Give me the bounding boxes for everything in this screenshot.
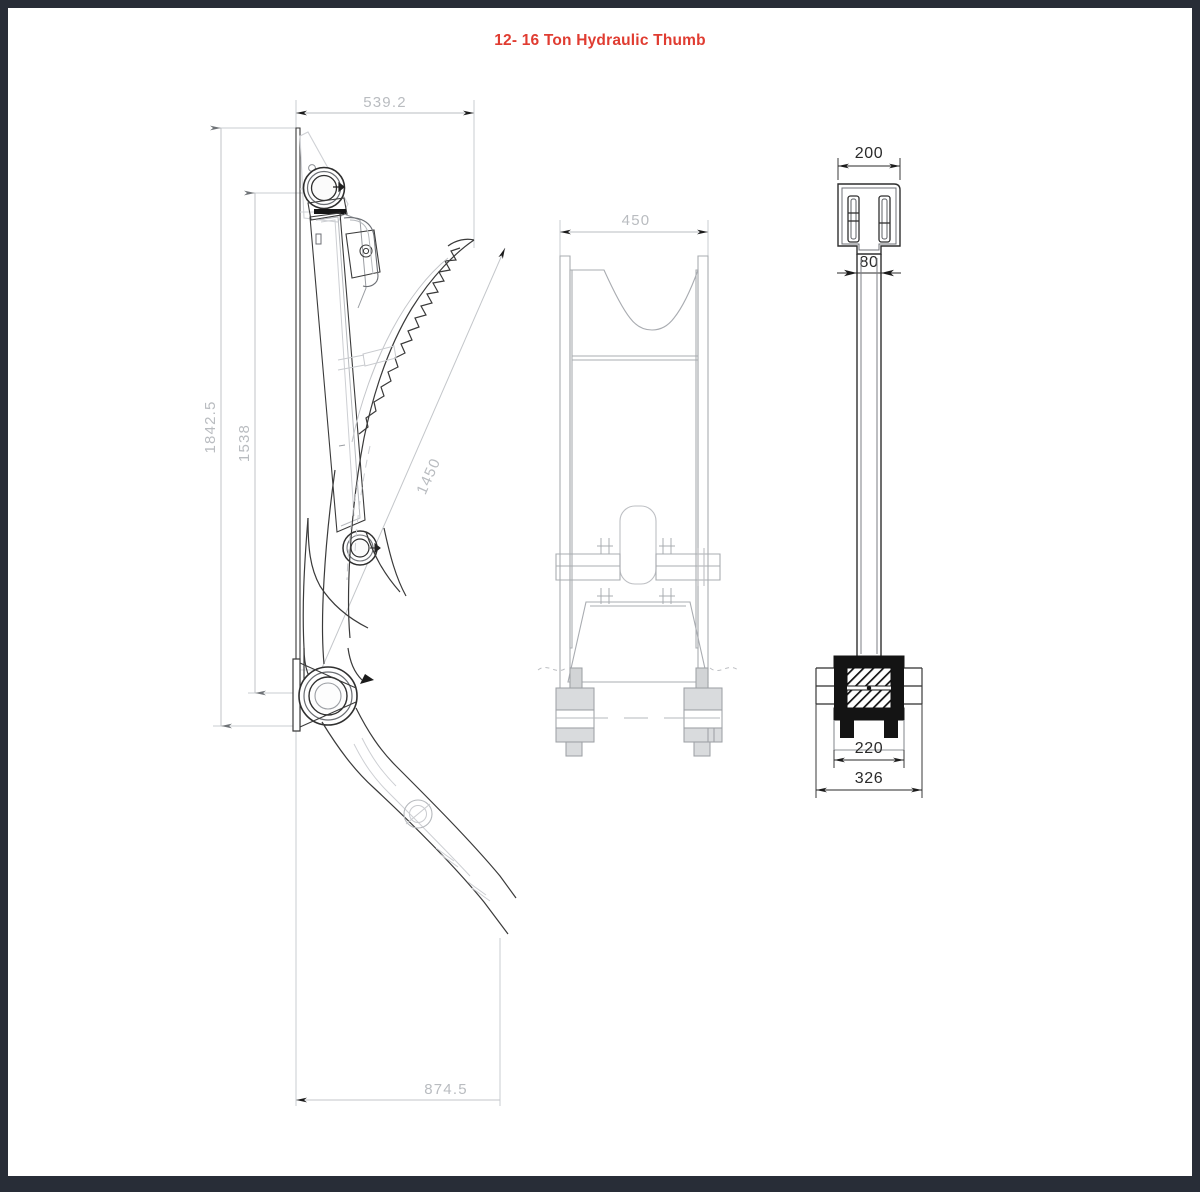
dim-874-5: 874.5 [296, 1081, 500, 1103]
page-title: 12- 16 Ton Hydraulic Thumb [494, 32, 706, 49]
side-view-dimension-lines [213, 100, 501, 1106]
dim-1450: 1450 [314, 247, 506, 685]
front-elevation-view: 450 [537, 212, 739, 757]
dim-80-label: 80 [860, 254, 879, 271]
dim-1450-pointer [360, 674, 374, 684]
serrated-thumb-jaw [321, 238, 475, 665]
dim-1538: 1538 [236, 190, 266, 696]
side-elevation-view: 539.2 1842.5 1538 1450 874.5 [202, 94, 517, 1106]
dim-874-5-label: 874.5 [424, 1081, 468, 1098]
mount-shaft [856, 254, 882, 656]
lower-link-arm [321, 707, 517, 935]
cylinder-seal-band [314, 209, 346, 214]
front-view-center-slot [619, 505, 657, 585]
dim-200: 200 [837, 145, 901, 180]
dim-1538-label: 1538 [236, 424, 253, 462]
front-view-bolt-right [683, 667, 723, 757]
dim-326: 326 [815, 668, 923, 798]
side-view-mid-pivot [342, 530, 381, 566]
front-view-shaft-block [555, 548, 721, 586]
side-view-upper-pivot [302, 166, 346, 210]
dim-80: 80 [837, 254, 901, 280]
mount-head-plate [837, 183, 901, 255]
mount-head-slots [847, 195, 891, 243]
front-view-side-rails [559, 255, 709, 709]
mount-bearing-block [815, 655, 923, 751]
dim-539-2-label: 539.2 [363, 94, 407, 111]
dim-200-label: 200 [855, 145, 884, 162]
drawing-sheet: 12- 16 Ton Hydraulic Thumb [8, 8, 1192, 1176]
dim-220: 220 [833, 740, 905, 768]
hydraulic-cylinder [307, 197, 381, 533]
thumb-arm-body [302, 517, 407, 688]
front-view-centerline-ticks [597, 538, 675, 604]
front-view-break-lines [537, 666, 739, 672]
dim-1842-5-label: 1842.5 [202, 400, 219, 453]
mounting-bracket-view: 200 [815, 145, 923, 798]
dim-1842-5: 1842.5 [202, 125, 232, 729]
dim-220-label: 220 [855, 740, 884, 757]
dim-450-label: 450 [622, 212, 651, 229]
side-view-mount-plate [295, 127, 301, 731]
main-lower-pivot [292, 658, 358, 732]
dim-539-2: 539.2 [296, 94, 474, 116]
front-view-lower-trapezoid [567, 601, 709, 683]
front-view-extension-lines [559, 220, 709, 260]
front-view-body [569, 269, 699, 649]
dim-450: 450 [560, 212, 708, 235]
dim-326-label: 326 [855, 770, 884, 787]
front-view-bolt-left [555, 667, 595, 757]
dim-1450-label: 1450 [413, 455, 444, 497]
technical-drawing-canvas: 539.2 1842.5 1538 1450 874.5 [202, 94, 923, 1106]
